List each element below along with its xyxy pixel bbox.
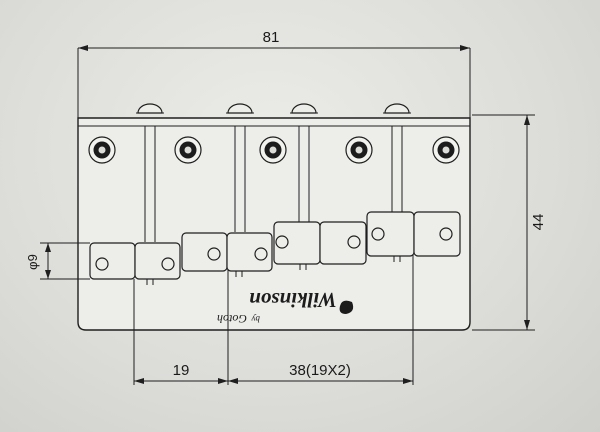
mounting-hole-5 [432, 136, 460, 164]
spacing-first-label: 19 [173, 362, 190, 379]
spacing-rest-label: 38(19X2) [289, 362, 351, 379]
wilkinson-logo: Wilkinson by Gotoh [217, 288, 354, 326]
overall-width-label: 81 [263, 29, 280, 46]
intonation-screw-head-2 [227, 103, 253, 114]
diameter-label: φ9 [25, 254, 40, 270]
saddle-3 [273, 221, 367, 270]
logo-sub-text: Gotoh [217, 312, 247, 326]
mounting-hole-2 [174, 136, 202, 164]
height-arrow-top [524, 115, 530, 125]
height-arrow-bottom [524, 320, 530, 330]
logo-by-text: by [252, 314, 261, 324]
logo-swirl-mark [339, 300, 354, 314]
saddle-1 [89, 242, 181, 285]
intonation-screw-head-3 [291, 103, 317, 114]
width-arrow-left [78, 45, 88, 51]
intonation-screw-shafts [144, 126, 403, 242]
mounting-holes [88, 136, 460, 164]
intonation-screw-head-1 [137, 103, 163, 114]
intonation-screw-head-4 [384, 103, 410, 114]
saddle-2 [181, 232, 273, 277]
logo-brand-text: Wilkinson [249, 288, 337, 312]
mounting-hole-1 [88, 136, 116, 164]
saddle-4 [366, 211, 461, 262]
mounting-hole-4 [345, 136, 373, 164]
height-label: 44 [530, 214, 547, 231]
width-arrow-right [460, 45, 470, 51]
mounting-hole-3 [259, 136, 287, 164]
